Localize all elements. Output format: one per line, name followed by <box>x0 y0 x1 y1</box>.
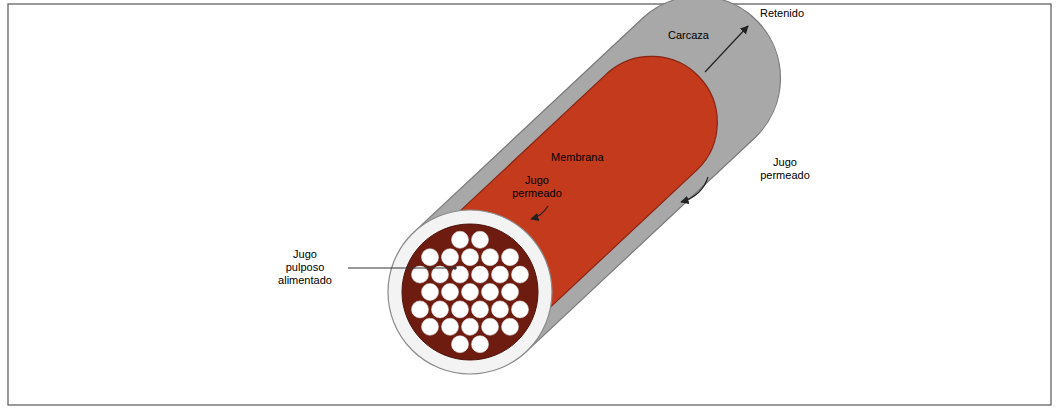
channel-hole <box>462 249 479 266</box>
feed-leader-line <box>348 268 455 269</box>
channel-holes <box>412 231 529 352</box>
channel-hole <box>452 301 469 318</box>
channel-hole <box>482 284 499 301</box>
part-label: Jugo pulposo alimentado <box>273 248 337 287</box>
channel-hole <box>422 284 439 301</box>
channel-hole <box>492 301 509 318</box>
channel-hole <box>412 266 429 283</box>
channel-hole <box>412 301 429 318</box>
channel-hole <box>422 318 439 335</box>
channel-hole <box>442 249 459 266</box>
part-label: Retenido <box>760 7 804 20</box>
channel-hole <box>472 336 489 353</box>
channel-hole <box>452 266 469 283</box>
channel-hole <box>442 318 459 335</box>
channel-hole <box>482 249 499 266</box>
leader-lines <box>348 26 748 270</box>
channel-hole <box>472 231 489 248</box>
channel-hole <box>502 284 519 301</box>
channel-hole <box>512 301 529 318</box>
channel-hole <box>512 266 529 283</box>
channel-hole <box>432 266 449 283</box>
channel-hole <box>422 249 439 266</box>
shell-end-ring <box>388 210 552 374</box>
permeate-arrow <box>681 177 708 202</box>
channel-hole <box>472 301 489 318</box>
channel-hole <box>452 336 469 353</box>
channel-hole <box>462 284 479 301</box>
part-label: Jugo permeado <box>758 156 812 182</box>
frame <box>8 4 1051 405</box>
channel-hole <box>462 318 479 335</box>
leader-dot <box>453 266 457 270</box>
permeate-arrow <box>531 206 548 219</box>
channel-hole <box>492 266 509 283</box>
part-label: Membrana <box>551 151 604 164</box>
channel-hole <box>442 284 459 301</box>
membrane-cylinder <box>405 56 717 357</box>
channel-hole <box>502 249 519 266</box>
channel-hole <box>432 301 449 318</box>
channel-hole <box>502 318 519 335</box>
channel-hole <box>482 318 499 335</box>
channel-hole <box>472 266 489 283</box>
tube-group <box>388 0 780 374</box>
channel-hole <box>452 231 469 248</box>
housing-shell <box>389 0 780 373</box>
part-label: Jugo permeado <box>510 174 564 200</box>
part-label: Carcaza <box>668 29 709 42</box>
membrane-face <box>402 224 538 360</box>
retenido-arrow <box>705 26 748 72</box>
